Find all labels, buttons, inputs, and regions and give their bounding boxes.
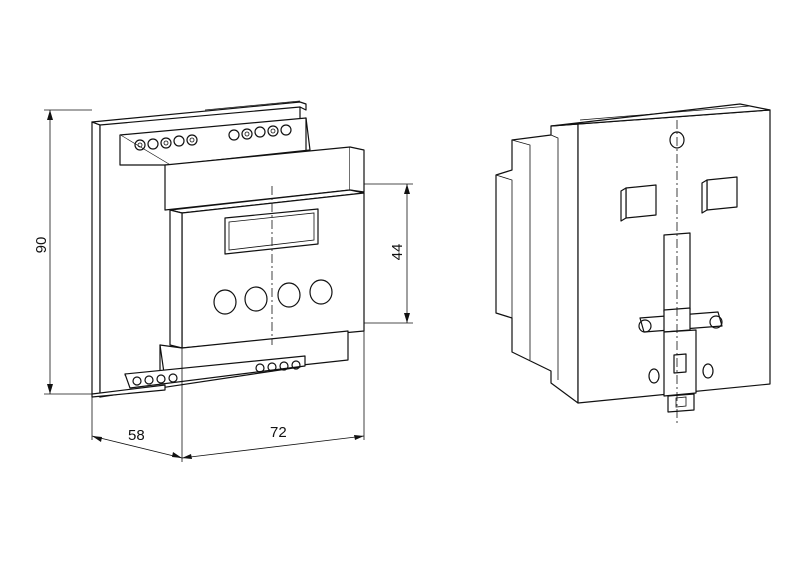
lower-terminals — [132, 360, 301, 386]
dimension-72: 72 — [181, 331, 365, 459]
device-perspective-view — [91, 100, 365, 398]
device-rear-view — [495, 103, 771, 425]
dimension-44: 44 — [364, 183, 413, 324]
dimension-72-label: 72 — [270, 424, 287, 441]
dimension-58-label: 58 — [128, 427, 145, 444]
rear-recesses — [620, 176, 738, 222]
dimension-90-label: 90 — [33, 237, 50, 254]
display-window — [224, 208, 319, 255]
upper-terminals — [134, 124, 292, 151]
dimension-58: 58 — [91, 348, 183, 462]
dimension-44-label: 44 — [389, 244, 406, 261]
dimension-90: 90 — [33, 109, 92, 395]
din-rail-clip — [638, 232, 723, 413]
front-buttons — [213, 279, 333, 315]
